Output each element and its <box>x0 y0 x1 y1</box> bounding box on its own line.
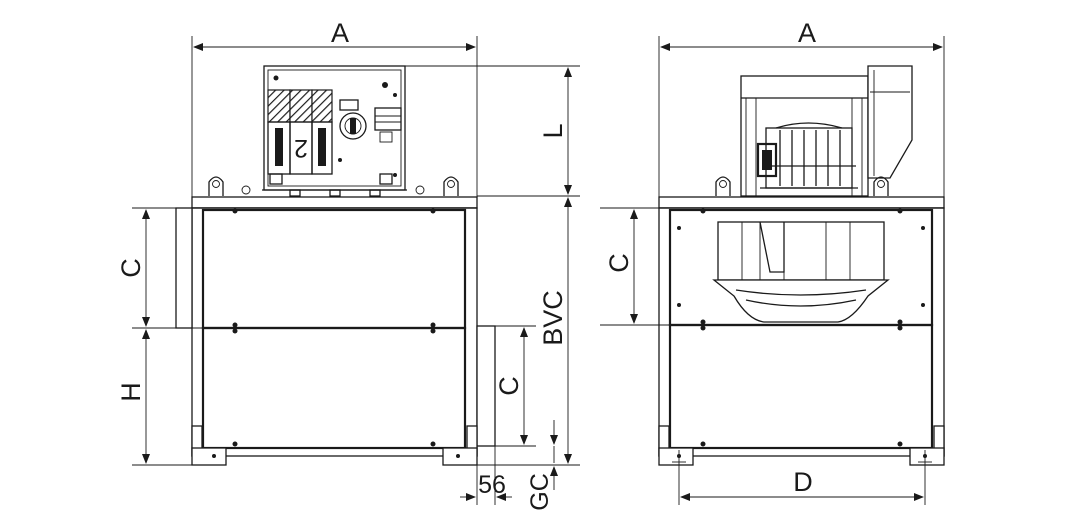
left-dimension-c-upper: C <box>116 207 203 329</box>
motor-label: 2 <box>294 134 308 162</box>
left-control-unit: 2 <box>262 65 407 197</box>
right-motor-assembly <box>740 65 913 197</box>
left-dimension-h: H <box>116 329 192 466</box>
right-dimension-a: A <box>658 18 945 205</box>
left-dim-56-label: 56 <box>478 471 506 499</box>
left-housing <box>175 196 496 466</box>
left-dim-bvc-label: BVC <box>538 290 568 346</box>
right-housing <box>658 196 945 466</box>
left-dimension-a: A <box>191 18 478 205</box>
right-dim-a-label: A <box>798 18 816 48</box>
right-dimension-c: C <box>600 207 670 326</box>
left-dim-l-label: L <box>538 123 568 138</box>
left-dimension-c-outlet: C <box>494 325 536 447</box>
left-dimension-bvc: BVC <box>477 197 580 466</box>
left-dim-c-outlet-label: C <box>494 376 524 396</box>
left-dim-c-label: C <box>116 258 146 278</box>
left-view: A 2 <box>116 18 580 511</box>
right-dimension-d: D <box>672 450 932 505</box>
left-dim-gc-label: GC <box>526 473 554 511</box>
right-view: A <box>600 18 945 505</box>
left-dim-h-label: H <box>116 382 146 402</box>
left-dimension-56: 56 <box>460 446 512 505</box>
left-dim-a-label: A <box>331 18 349 48</box>
right-dim-d-label: D <box>793 467 813 497</box>
right-dim-c-label: C <box>604 253 634 273</box>
right-lifting-eyes <box>715 176 889 196</box>
left-dimension-l: L <box>405 65 580 197</box>
left-lifting-eyes <box>208 176 459 196</box>
left-dimension-gc: GC <box>526 420 558 511</box>
